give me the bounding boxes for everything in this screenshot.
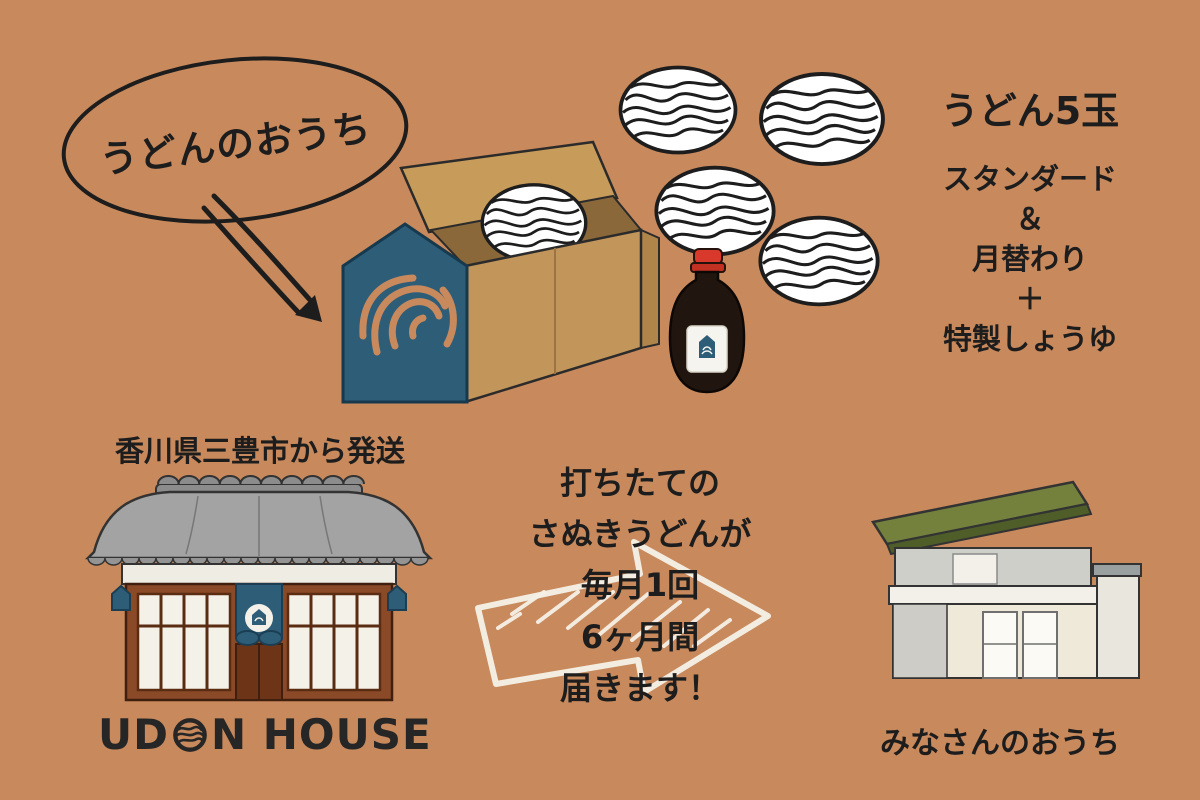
bubble-arrow-icon xyxy=(201,193,322,322)
brand-swirl-o-icon xyxy=(173,717,207,752)
package-item: 月替わり xyxy=(971,242,1088,277)
package-item: スタンダード xyxy=(942,162,1117,196)
brand-text-prefix: UD xyxy=(98,710,169,759)
speech-bubble: うどんのおうち xyxy=(55,46,415,234)
package-item: ＋ xyxy=(1015,282,1045,317)
brand-text-suffix: N HOUSE xyxy=(210,710,432,759)
soy-sauce-bottle-icon xyxy=(668,248,746,394)
destination-label: みなさんのおうち xyxy=(880,726,1120,761)
udon-ball-icon xyxy=(752,210,886,312)
udon-ball-icon xyxy=(752,66,892,172)
package-title: うどん5玉 xyxy=(940,89,1120,133)
destination-house-illustration xyxy=(870,480,1142,679)
speech-bubble-outline-icon xyxy=(61,56,409,224)
udon-box-illustration xyxy=(341,140,660,404)
shipping-origin-label: 香川県三豊市から発送 xyxy=(114,434,405,468)
delivery-arrow-icon xyxy=(475,539,771,695)
delivery-line: 打ちたての xyxy=(559,464,720,502)
delivery-line: さぬきうどんが xyxy=(528,515,752,554)
brand-logo: UD N HOUSE xyxy=(98,710,432,759)
package-item: 特製しょうゆ xyxy=(942,322,1117,357)
delivery-line: 届きます！ xyxy=(559,668,720,707)
delivery-line: 毎月1回 xyxy=(580,566,700,605)
delivery-line: 6ヶ月間 xyxy=(580,617,700,656)
delivery-message: 打ちたての さぬきうどんが 毎月1回 6ヶ月間 届きます！ xyxy=(480,458,800,714)
udon-shop-illustration xyxy=(84,475,434,702)
package-item: ＆ xyxy=(1015,202,1045,237)
package-contents: うどん5玉 スタンダード ＆ 月替わり ＋ 特製しょうゆ xyxy=(880,80,1180,359)
